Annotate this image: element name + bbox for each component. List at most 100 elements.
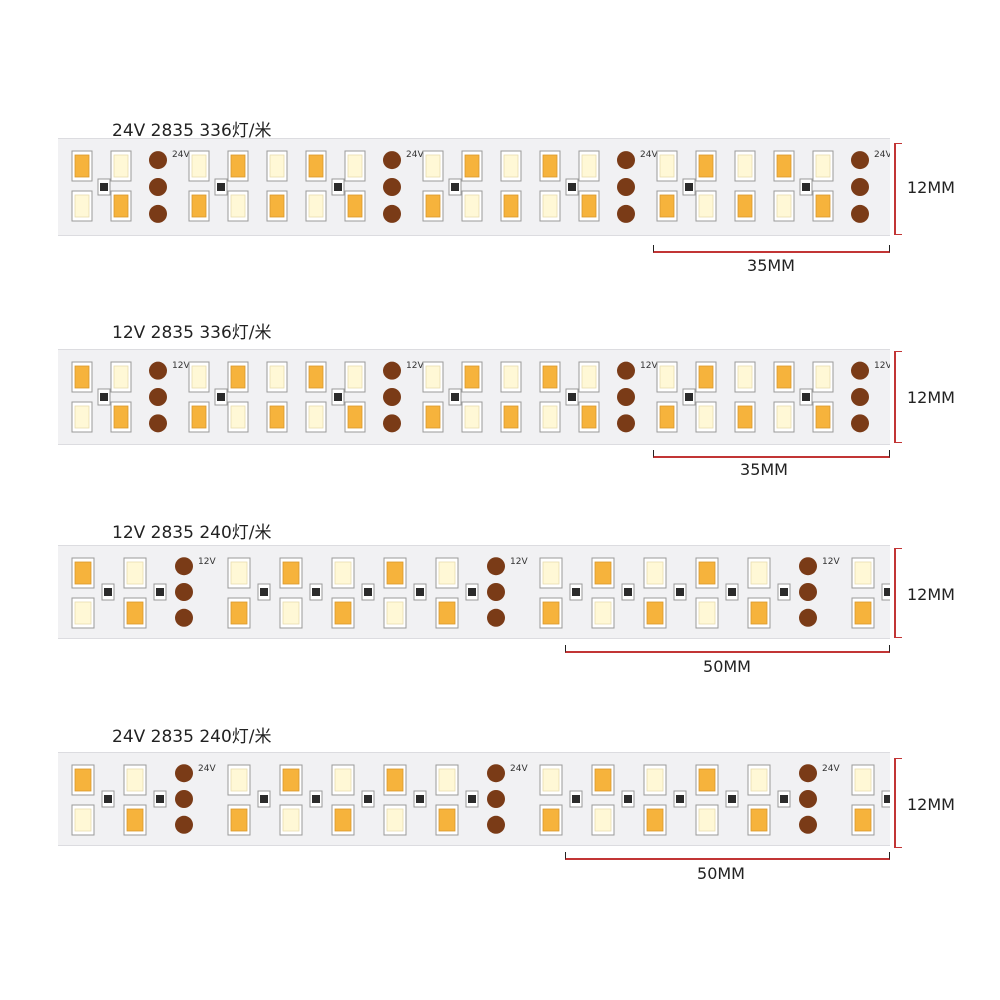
led-phosphor (737, 154, 753, 178)
led-phosphor (282, 561, 300, 585)
voltage-mark: 24V (172, 150, 190, 160)
solder-pad (851, 151, 869, 170)
resistor-body (334, 183, 342, 191)
solder-pad (851, 414, 869, 433)
solder-pad (149, 151, 167, 170)
led-phosphor (698, 154, 714, 178)
solder-pad (799, 557, 817, 576)
solder-pad (617, 414, 635, 433)
resistor-body (685, 183, 693, 191)
resistor-body (104, 588, 112, 596)
led-phosphor (269, 405, 285, 429)
led-phosphor (542, 561, 560, 585)
solder-pad (175, 583, 193, 601)
led-phosphor (659, 405, 675, 429)
length-label: 35MM (740, 460, 788, 479)
led-phosphor (776, 154, 792, 178)
led-phosphor (347, 405, 363, 429)
height-label: 12MM (907, 795, 955, 814)
resistor-body (728, 588, 736, 596)
solder-pad (799, 815, 817, 834)
led-phosphor (594, 808, 612, 832)
led-phosphor (698, 365, 714, 389)
length-dimension-line (653, 245, 890, 253)
led-phosphor (581, 154, 597, 178)
led-phosphor (698, 194, 714, 218)
led-phosphor (542, 154, 558, 178)
resistor-body (572, 795, 580, 803)
led-phosphor (230, 768, 248, 792)
resistor-body (676, 588, 684, 596)
resistor-body (802, 393, 810, 401)
solder-pad (487, 608, 505, 627)
resistor-body (364, 795, 372, 803)
led-phosphor (854, 768, 872, 792)
led-phosphor (542, 194, 558, 218)
led-phosphor (698, 768, 716, 792)
led-phosphor (269, 154, 285, 178)
led-phosphor (594, 601, 612, 625)
led-phosphor (191, 194, 207, 218)
resistor-body (884, 795, 890, 803)
led-phosphor (464, 194, 480, 218)
voltage-mark: 24V (198, 764, 216, 774)
solder-pad (149, 388, 167, 406)
strip-title: 24V 2835 240灯/米 (112, 727, 272, 747)
solder-pad (851, 361, 869, 380)
height-label: 12MM (907, 585, 955, 604)
led-phosphor (646, 561, 664, 585)
led-phosphor (698, 405, 714, 429)
led-phosphor (230, 561, 248, 585)
solder-pad (383, 414, 401, 433)
voltage-mark: 24V (822, 764, 840, 774)
resistor-body (260, 795, 268, 803)
led-phosphor (334, 561, 352, 585)
resistor-body (217, 393, 225, 401)
voltage-mark: 24V (406, 150, 424, 160)
led-phosphor (542, 601, 560, 625)
resistor-body (104, 795, 112, 803)
led-phosphor (646, 808, 664, 832)
led-phosphor (815, 405, 831, 429)
voltage-mark: 12V (172, 361, 190, 371)
solder-pad (799, 583, 817, 601)
solder-pad (851, 204, 869, 223)
led-phosphor (282, 808, 300, 832)
solder-pad (149, 178, 167, 196)
solder-pad (617, 361, 635, 380)
height-label: 12MM (907, 388, 955, 407)
led-phosphor (594, 768, 612, 792)
led-phosphor (698, 808, 716, 832)
led-phosphor (386, 601, 404, 625)
led-phosphor (659, 154, 675, 178)
resistor-body (100, 393, 108, 401)
solder-pad (149, 414, 167, 433)
led-phosphor (282, 601, 300, 625)
led-phosphor (750, 601, 768, 625)
resistor-body (217, 183, 225, 191)
voltage-mark: 12V (198, 557, 216, 567)
led-phosphor (308, 194, 324, 218)
resistor-body (568, 393, 576, 401)
solder-pad (175, 790, 193, 808)
length-dimension-line (565, 645, 890, 653)
led-phosphor (308, 365, 324, 389)
led-phosphor (113, 194, 129, 218)
led-phosphor (334, 768, 352, 792)
solder-pad (149, 361, 167, 380)
led-phosphor (74, 768, 92, 792)
led-phosphor (737, 405, 753, 429)
led-phosphor (503, 194, 519, 218)
led-phosphor (308, 405, 324, 429)
led-phosphor (503, 154, 519, 178)
led-phosphor (74, 365, 90, 389)
resistor-body (780, 795, 788, 803)
resistor-body (572, 588, 580, 596)
led-phosphor (464, 365, 480, 389)
led-phosphor (386, 561, 404, 585)
solder-pad (383, 178, 401, 196)
